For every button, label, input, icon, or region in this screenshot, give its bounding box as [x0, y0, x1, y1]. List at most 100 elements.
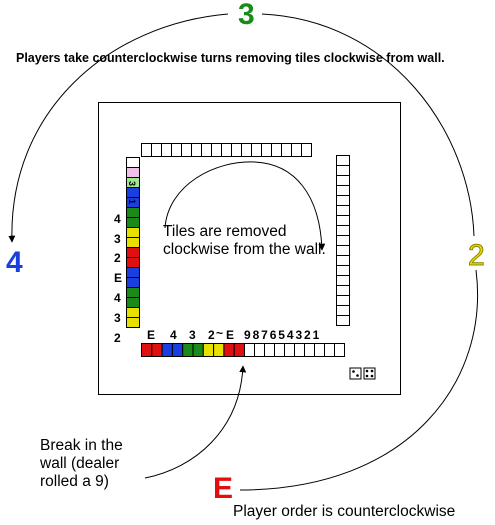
top-wall-tile [261, 143, 272, 157]
right-wall-tile [336, 295, 350, 306]
left-wall-tile [126, 257, 140, 268]
seat-label-south: 2 [468, 239, 486, 272]
left-wall-label: E [114, 271, 123, 285]
right-wall-tile [336, 185, 350, 196]
right-wall-tile [336, 305, 350, 316]
top-wall-tile [151, 143, 162, 157]
bottom-wall-tile [151, 343, 163, 357]
bottom-wall-tile [284, 343, 295, 357]
right-wall-tile [336, 245, 350, 256]
right-wall-tile [336, 225, 350, 236]
break-note: Break in the wall (dealer rolled a 9) [40, 437, 123, 490]
bottom-wall-label: 3 [189, 328, 196, 342]
left-wall-tile [126, 227, 140, 238]
seat-label-north: 4 [6, 246, 23, 279]
left-wall-tile [126, 287, 140, 298]
bottom-wall-tile [264, 343, 275, 357]
top-wall-tile [141, 143, 152, 157]
left-wall-label: 3 [114, 311, 121, 325]
bottom-wall-count: 987654321 [244, 328, 322, 342]
top-wall-tile [301, 143, 312, 157]
left-wall-tile [126, 187, 140, 198]
top-wall-tile [181, 143, 192, 157]
left-wall-tile [126, 277, 140, 288]
top-wall-tile [161, 143, 172, 157]
bottom-wall-tile [141, 343, 153, 357]
bottom-wall-tile [182, 343, 194, 357]
top-wall-tile [271, 143, 282, 157]
bottom-wall-tile [244, 343, 255, 357]
break-arrow [144, 365, 247, 479]
left-wall-tile [126, 267, 140, 278]
bottom-wall-tile [202, 343, 215, 357]
top-wall-tile [251, 143, 262, 157]
right-wall-tile [336, 165, 350, 176]
top-wall-tile [281, 143, 292, 157]
top-wall-tile [191, 143, 202, 157]
left-wall-small-label: 3 [127, 180, 138, 187]
right-wall-tile [336, 195, 350, 206]
top-wall-tile [201, 143, 212, 157]
left-wall-tile [126, 217, 140, 228]
right-wall-tile [336, 175, 350, 186]
right-wall-tile [336, 235, 350, 246]
right-wall-tile [336, 265, 350, 276]
right-wall-tile [336, 315, 350, 326]
right-wall-tile [336, 255, 350, 266]
left-wall-label: 2 [114, 331, 121, 345]
left-wall-tile [126, 167, 140, 178]
left-wall-label: 4 [114, 291, 121, 305]
left-wall-tile [126, 237, 140, 248]
center-clockwise-arrow [164, 161, 326, 251]
center-note: Tiles are removed clockwise from the wal… [163, 223, 326, 258]
bottom-wall-label: E [226, 328, 235, 342]
bottom-wall-tile [334, 343, 345, 357]
left-wall-label: 3 [114, 232, 121, 246]
top-wall-tile [291, 143, 302, 157]
bottom-wall-tile [274, 343, 285, 357]
right-wall-tile [336, 215, 350, 226]
turn-order-note: Players take counterclockwise turns remo… [16, 51, 445, 65]
bottom-wall-tile [171, 343, 184, 357]
seat-label-west: 3 [238, 0, 255, 31]
bottom-wall-tile [294, 343, 305, 357]
bottom-wall-label: ~ [216, 326, 224, 340]
right-wall-tile [336, 155, 350, 166]
left-wall-tile [126, 297, 140, 308]
bottom-wall-tile [314, 343, 325, 357]
arc-west-to-north [8, 13, 229, 243]
left-wall-small-label: 1 [127, 198, 138, 205]
bottom-wall-tile [254, 343, 265, 357]
arc-south-to-east [239, 269, 478, 491]
left-wall-tile [126, 317, 140, 328]
bottom-wall-tile [213, 343, 225, 357]
left-wall-tile [126, 247, 140, 258]
seat-label-east: E [213, 472, 234, 505]
two-dice-icon [349, 367, 376, 380]
left-wall-tile [126, 307, 140, 318]
bottom-wall-tile [223, 343, 235, 357]
bottom-wall-label: 4 [170, 328, 177, 342]
left-wall-label: 2 [114, 251, 121, 265]
right-wall-tile [336, 285, 350, 296]
tile-walls [126, 143, 350, 357]
left-wall-tile [126, 207, 140, 218]
left-wall-tile [126, 157, 140, 168]
bottom-wall-tile [161, 343, 173, 357]
bottom-wall-label: E [147, 328, 156, 342]
arc-west-to-south [261, 13, 475, 237]
top-wall-tile [231, 143, 242, 157]
bottom-wall-label: 2 [208, 328, 215, 342]
player-order-note: Player order is counterclockwise [233, 503, 456, 520]
top-wall-tile [211, 143, 222, 157]
left-wall-label: 4 [114, 212, 121, 226]
bottom-wall-tile [304, 343, 315, 357]
bottom-wall-tile [192, 343, 204, 357]
top-wall-tile [171, 143, 182, 157]
top-wall-tile [241, 143, 252, 157]
right-wall-tile [336, 205, 350, 216]
right-wall-tile [336, 275, 350, 286]
bottom-wall-tile [324, 343, 335, 357]
